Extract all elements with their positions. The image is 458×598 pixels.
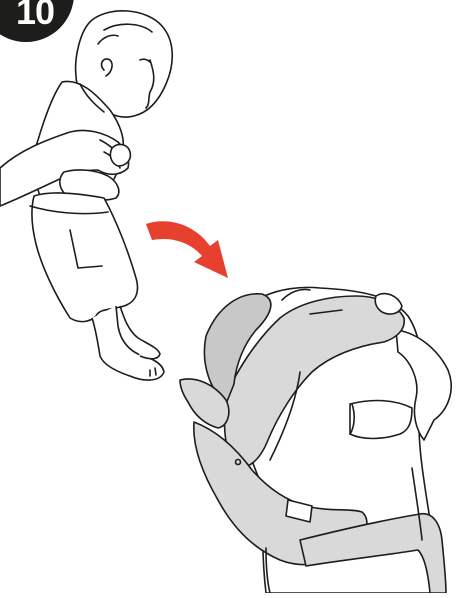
adult-wearing-carrier (180, 287, 451, 593)
curved-arrow (146, 221, 228, 278)
baby-figure (0, 11, 172, 380)
step-number: 10 (4, 0, 66, 34)
